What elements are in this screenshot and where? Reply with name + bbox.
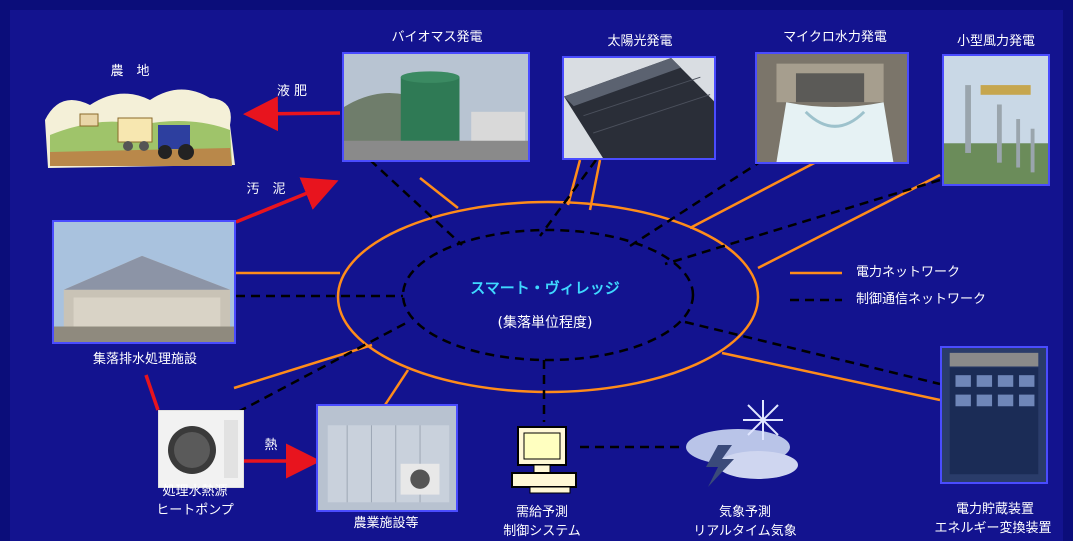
power-storage-photo: [940, 346, 1048, 484]
control-network-lines: [236, 158, 941, 449]
heat-pump-photo: [158, 410, 244, 488]
smart-village-title: スマート・ヴィレッジ: [470, 279, 620, 297]
legend-control-label: 制御通信ネットワーク: [856, 292, 987, 307]
heat-pump-label-line2: ヒートポンプ: [156, 503, 234, 518]
biomass-label: バイオマス発電: [391, 30, 483, 45]
control-system-label-line2: 制御システム: [503, 524, 581, 539]
wind-label: 小型風力発電: [956, 34, 1035, 49]
flow-arrows: [144, 96, 341, 479]
agri-facility-photo: [316, 404, 458, 512]
solar-photo: [562, 56, 716, 160]
sludge-label: 汚 泥: [246, 182, 286, 197]
weather-label-line2: リアルタイム気象: [693, 524, 797, 539]
sewage-facility-label: 集落排水処理施設: [92, 352, 197, 367]
weather-icon: [678, 395, 808, 495]
control-system-label-line1: 需給予測: [515, 505, 568, 520]
legend-power-label: 電力ネットワーク: [856, 265, 961, 280]
weather-label-line1: 気象予測: [718, 505, 771, 520]
control-ring: [401, 228, 695, 362]
biomass-photo: [342, 52, 530, 162]
heat-label: 熱: [264, 438, 278, 453]
computer-icon: [510, 425, 580, 497]
sewage-facility-photo: [52, 220, 236, 344]
power-ring: [336, 200, 760, 394]
power-network-lines: [233, 158, 941, 406]
micro-hydro-photo: [755, 52, 909, 164]
solar-label: 太陽光発電: [607, 34, 673, 49]
heat-pump-label-line1: 処理水熱源: [162, 484, 228, 499]
power-storage-label-line1: 電力貯蔵装置: [955, 502, 1034, 517]
smart-village-subtitle: (集落単位程度): [497, 315, 593, 331]
farmland-illustration: [40, 80, 238, 170]
farmland-label: 農 地: [110, 64, 150, 79]
micro-hydro-label: マイクロ水力発電: [783, 30, 887, 45]
power-storage-label-line2: エネルギー変換装置: [934, 521, 1052, 536]
liquid-fertilizer-label: 液 肥: [276, 84, 308, 99]
agri-facility-label: 農業施設等: [353, 516, 419, 531]
wind-photo: [942, 54, 1050, 186]
